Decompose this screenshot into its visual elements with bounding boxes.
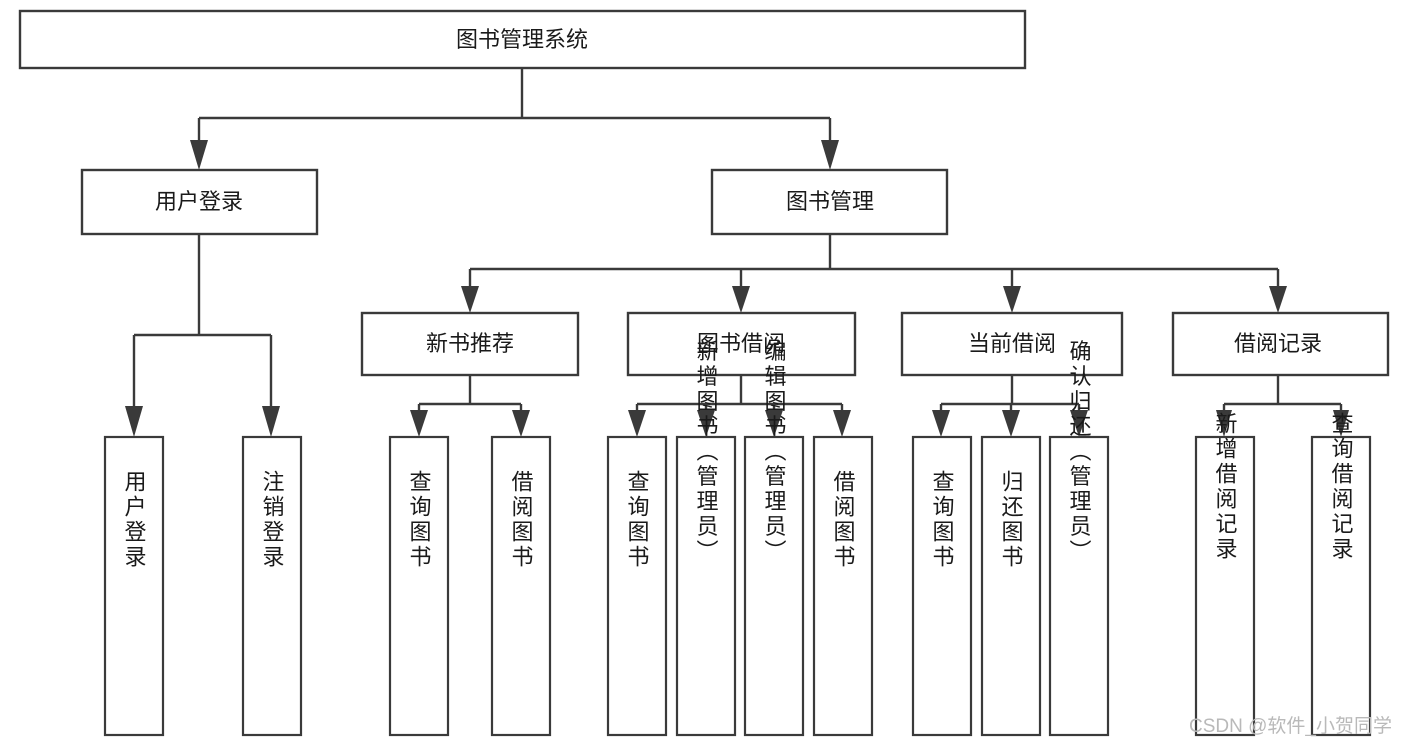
node-leaf-add-book-box[interactable] — [675, 435, 737, 737]
node-leaf-borrow-book-1[interactable]: 借阅图书 — [490, 435, 552, 737]
node-borrow-record-box[interactable] — [1171, 311, 1390, 377]
node-leaf-query-record-label: 查询借阅记录 — [1329, 412, 1354, 562]
node-leaf-query-book-2-label: 查询图书 — [625, 470, 650, 570]
node-leaf-return-book-label: 归还图书 — [999, 470, 1024, 570]
node-leaf-add-record-box[interactable] — [1194, 435, 1256, 737]
node-leaf-query-record[interactable]: 查询借阅记录 — [1310, 412, 1372, 737]
node-leaf-edit-book[interactable]: 编辑图书（管理员） — [743, 340, 805, 737]
node-new-book-recommend[interactable]: 新书推荐 — [360, 311, 580, 377]
node-leaf-borrow-book-2[interactable]: 借阅图书 — [812, 435, 874, 737]
arrow-head-leaf-query-record — [1333, 410, 1349, 437]
node-new-book-recommend-box[interactable] — [360, 311, 580, 377]
node-book-management[interactable]: 图书管理 — [710, 168, 949, 236]
node-leaf-return-book[interactable]: 归还图书 — [980, 435, 1042, 737]
node-leaf-logout-box[interactable] — [241, 435, 303, 737]
node-leaf-user-login-box[interactable] — [103, 435, 165, 737]
node-leaf-return-book-box[interactable] — [980, 435, 1042, 737]
arrow-head-book-management — [821, 140, 839, 170]
arrow-head-leaf-edit-book — [765, 410, 783, 437]
node-leaf-query-book-1-label: 查询图书 — [407, 470, 432, 570]
arrow-head-user-login — [190, 140, 208, 170]
node-user-login[interactable]: 用户登录 — [80, 168, 319, 236]
node-borrow-record[interactable]: 借阅记录 — [1171, 311, 1390, 377]
arrow-head-leaf-confirm-return — [1070, 410, 1088, 437]
node-borrow-record-label: 借阅记录 — [1234, 331, 1322, 356]
watermark-label: CSDN @软件_小贺同学 — [1189, 715, 1392, 737]
node-leaf-confirm-return[interactable]: 确认归还（管理员） — [1048, 340, 1110, 737]
arrow-head-new-book-recommend — [461, 286, 479, 313]
node-leaf-query-book-3[interactable]: 查询图书 — [911, 435, 973, 737]
node-root[interactable]: 图书管理系统 — [18, 9, 1027, 70]
arrow-head-leaf-borrow-book-2 — [833, 410, 851, 437]
node-book-management-box[interactable] — [710, 168, 949, 236]
arrow-head-borrow-record — [1269, 286, 1287, 313]
node-leaf-add-book-label: 新增图书（管理员） — [694, 340, 719, 565]
node-leaf-confirm-return-box[interactable] — [1048, 435, 1110, 737]
node-leaf-edit-book-label: 编辑图书（管理员） — [762, 340, 787, 565]
node-leaf-add-record[interactable]: 新增借阅记录 — [1194, 412, 1256, 737]
node-leaf-query-book-1-box[interactable] — [388, 435, 450, 737]
node-leaf-borrow-book-2-label: 借阅图书 — [831, 470, 856, 570]
arrow-head-leaf-query-book-2 — [628, 410, 646, 437]
arrow-head-leaf-add-record — [1216, 410, 1232, 437]
node-leaf-borrow-book-2-box[interactable] — [812, 435, 874, 737]
arrow-head-leaf-user-login — [125, 406, 143, 437]
node-leaf-edit-book-box[interactable] — [743, 435, 805, 737]
node-current-borrow-box[interactable] — [900, 311, 1124, 377]
node-user-login-label: 用户登录 — [155, 189, 243, 214]
node-leaf-user-login-label: 用户登录 — [122, 470, 147, 570]
arrow-head-current-borrow — [1003, 286, 1021, 313]
node-leaf-confirm-return-label: 确认归还（管理员） — [1067, 340, 1092, 565]
arrow-head-leaf-query-book-1 — [410, 410, 428, 437]
node-root-label: 图书管理系统 — [456, 27, 588, 52]
node-leaf-query-book-3-box[interactable] — [911, 435, 973, 737]
node-leaf-borrow-book-1-box[interactable] — [490, 435, 552, 737]
node-leaf-logout-label: 注销登录 — [260, 470, 285, 570]
node-root-box[interactable] — [18, 9, 1027, 70]
node-leaf-query-book-2[interactable]: 查询图书 — [606, 435, 668, 737]
node-current-borrow-label: 当前借阅 — [968, 331, 1056, 356]
node-leaf-borrow-book-1-label: 借阅图书 — [509, 470, 534, 570]
arrow-head-leaf-query-book-3 — [932, 410, 950, 437]
arrow-head-leaf-add-book — [697, 410, 715, 437]
arrow-head-leaf-logout — [262, 406, 280, 437]
arrow-head-leaf-borrow-book-1 — [512, 410, 530, 437]
node-leaf-query-book-3-label: 查询图书 — [930, 470, 955, 570]
node-leaf-add-book[interactable]: 新增图书（管理员） — [675, 340, 737, 737]
node-leaf-query-record-box[interactable] — [1310, 435, 1372, 737]
arrow-head-leaf-return-book — [1002, 410, 1020, 437]
node-book-borrow-box[interactable] — [626, 311, 857, 377]
node-leaf-add-record-label: 新增借阅记录 — [1213, 412, 1238, 562]
node-leaf-logout[interactable]: 注销登录 — [241, 435, 303, 737]
node-book-borrow-label: 图书借阅 — [697, 331, 785, 356]
node-current-borrow[interactable]: 当前借阅 — [900, 311, 1124, 377]
arrow-head-book-borrow — [732, 286, 750, 313]
node-leaf-query-book-1[interactable]: 查询图书 — [388, 435, 450, 737]
node-leaf-user-login[interactable]: 用户登录 — [103, 435, 165, 737]
connector-layer — [125, 68, 1349, 437]
node-book-borrow[interactable]: 图书借阅 — [626, 311, 857, 377]
node-new-book-recommend-label: 新书推荐 — [426, 331, 514, 356]
node-book-management-label: 图书管理 — [786, 189, 874, 214]
node-leaf-query-book-2-box[interactable] — [606, 435, 668, 737]
node-user-login-box[interactable] — [80, 168, 319, 236]
